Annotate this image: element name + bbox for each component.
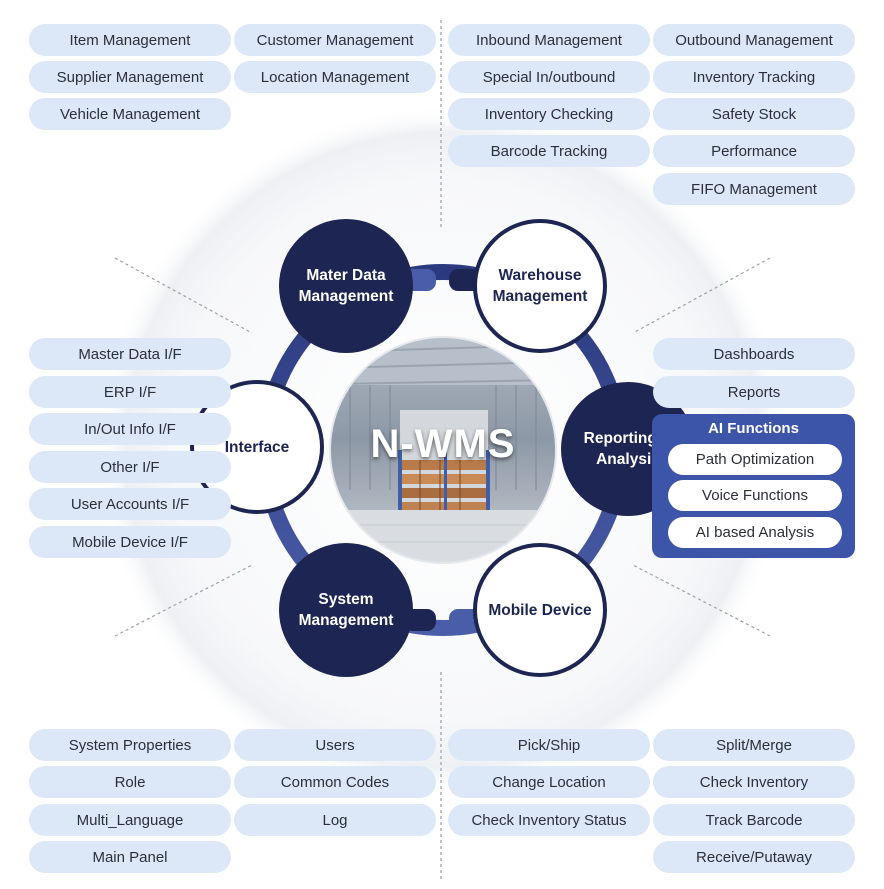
module-warehouse: Warehouse Management [473,219,607,353]
system-item: System Properties [29,729,231,761]
system-item: Main Panel [29,841,231,873]
master-data-item: Vehicle Management [29,98,231,130]
reporting-item: Reports [653,376,855,408]
warehouse-item: Outbound Management [653,24,855,56]
module-label: Warehouse Management [492,267,588,305]
hub-warehouse-photo: N-WMS [330,337,556,563]
mobile-item: Split/Merge [653,729,855,761]
warehouse-item: Inventory Tracking [653,61,855,93]
ai-function-item: Voice Functions [668,480,842,511]
ai-functions-title: AI Functions [708,419,799,437]
master-data-item: Item Management [29,24,231,56]
module-label: Reporting & Analysis [583,430,673,468]
warehouse-item: FIFO Management [653,173,855,205]
interface-item: Other I/F [29,451,231,483]
warehouse-item: Inventory Checking [448,98,650,130]
interface-item: User Accounts I/F [29,488,231,520]
system-item: Users [234,729,436,761]
hub-title: N-WMS [370,421,516,466]
interface-item: Mobile Device I/F [29,526,231,558]
warehouse-item: Inbound Management [448,24,650,56]
module-mobile: Mobile Device [473,543,607,677]
mobile-item: Pick/Ship [448,729,650,761]
module-label: System Management [298,591,394,629]
warehouse-item: Performance [653,135,855,167]
module-system: System Management [279,543,413,677]
ai-function-item: AI based Analysis [668,517,842,548]
mobile-item: Receive/Putaway [653,841,855,873]
warehouse-item: Safety Stock [653,98,855,130]
system-item: Role [29,766,231,798]
mobile-item: Check Inventory [653,766,855,798]
interface-item: Master Data I/F [29,338,231,370]
system-item: Multi_Language [29,804,231,836]
warehouse-item: Special In/outbound [448,61,650,93]
module-master-data: Mater Data Management [279,219,413,353]
interface-item: ERP I/F [29,376,231,408]
system-item: Log [234,804,436,836]
module-label: Interface [224,438,290,456]
master-data-item: Supplier Management [29,61,231,93]
mobile-item: Track Barcode [653,804,855,836]
mobile-item: Check Inventory Status [448,804,650,836]
reporting-item: Dashboards [653,338,855,370]
module-label: Mater Data Management [298,267,394,305]
master-data-item: Customer Management [234,24,436,56]
interface-item: In/Out Info I/F [29,413,231,445]
warehouse-item: Barcode Tracking [448,135,650,167]
system-item: Common Codes [234,766,436,798]
ai-function-item: Path Optimization [668,444,842,475]
mobile-item: Change Location [448,766,650,798]
module-label: Mobile Device [488,601,592,619]
ai-functions-panel: AI Functions Path Optimization Voice Fun… [652,414,855,558]
master-data-item: Location Management [234,61,436,93]
